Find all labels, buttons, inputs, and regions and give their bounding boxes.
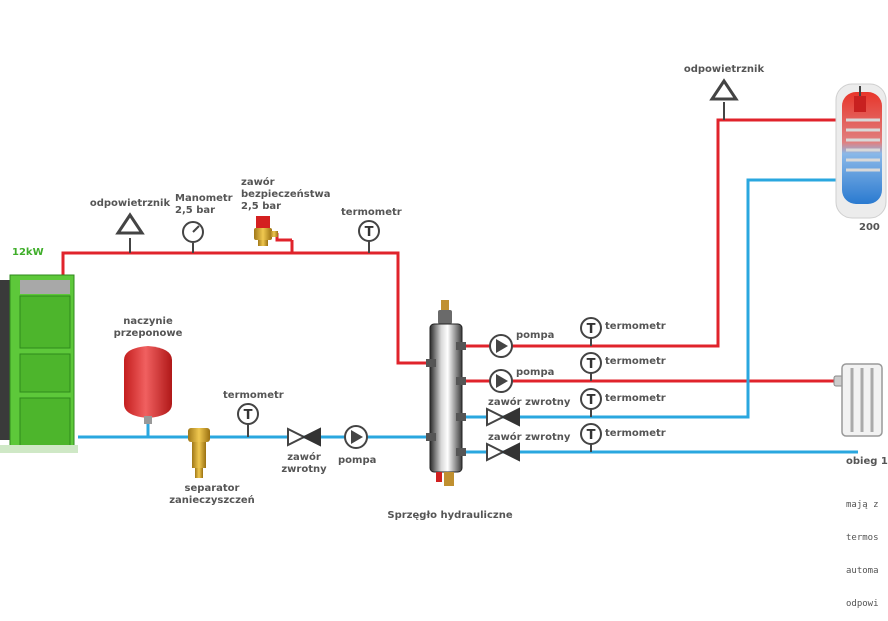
manometer-label: Manometr 2,5 bar [175,193,233,217]
check-valve-2-icon [486,442,520,462]
check-valve-1-label: zawór zwrotny [488,397,571,408]
boiler-supply-pipe [61,251,432,365]
expansion-vessel-icon [124,346,172,437]
dhw-supply-pipe [460,118,842,348]
safety-valve-branch [275,233,292,242]
return-pipes [78,178,858,454]
thermometer-return-icon: T [237,403,259,437]
hot-water-tank [835,83,887,219]
circuit-note-line2: termos [846,533,879,543]
thermometer-2-label: termometr [605,356,666,367]
safety-valve-label-line2: bezpieczeństwa [241,189,331,200]
vent-left-label: odpowietrznik [89,198,171,209]
thermometer-4-label: termometr [605,428,666,439]
pump-1-label: pompa [516,330,555,341]
svg-text:T: T [587,357,596,372]
circuit-note-line4: odpowi [846,599,879,609]
vent-left-icon [115,212,145,235]
thermometer-top-icon: T [358,220,380,253]
separator-label-line2: zanieczyszczeń [169,495,255,506]
supply-pipes [61,118,842,383]
pump-1-icon [489,334,513,358]
circuit-label: obieg 1 [846,456,888,467]
check-valve-1-icon [486,407,520,427]
heating-schematic: T T [0,78,887,486]
circuit-note: mają z termos automa odpowi [846,478,879,621]
separator-label-line1: separator [184,483,240,494]
safety-valve-label-line3: 2,5 bar [241,201,282,212]
boiler-power-label: 12kW [12,247,44,258]
pump-2-icon [489,369,513,393]
thermometer-top-label: termometr [341,207,402,218]
svg-text:T: T [365,225,374,240]
svg-text:T: T [587,322,596,337]
hydraulic-coupling-label: Sprzęgło hydrauliczne [387,510,513,521]
tank-size-label: 200 [859,222,880,233]
pump-left-label: pompa [338,455,377,466]
separator-icon [188,428,210,478]
circuit-note-line3: automa [846,566,879,576]
check-valve-2-label: zawór zwrotny [488,432,571,443]
thermometer-3-label: termometr [605,393,666,404]
expansion-vessel-label-line1: naczynie [123,316,173,327]
dhw-return-pipe [460,178,842,419]
check-valve-left-icon [287,427,321,447]
pump-left-icon [344,425,368,449]
check-valve-left-label-line1: zawór [287,452,321,463]
boiler [0,274,78,453]
svg-text:T: T [587,428,596,443]
thermometer-3-icon: T [580,388,602,417]
safety-valve-icon [254,216,278,246]
thermometer-4-icon: T [580,423,602,452]
pump-2-label: pompa [516,367,555,378]
expansion-vessel-label-line2: przeponowe [113,328,183,339]
vent-right-label: odpowietrznik [683,64,765,75]
vent-right-icon [709,78,739,101]
radiator [833,363,883,437]
circuit-note-line1: mają z [846,500,879,510]
expansion-vessel-label: naczynie przeponowe [104,316,192,340]
svg-text:T: T [587,393,596,408]
safety-valve-label: zawór bezpieczeństwa 2,5 bar [241,177,331,213]
svg-text:T: T [244,408,253,423]
safety-valve-label-line1: zawór [241,177,275,188]
separator-label: separator zanieczyszczeń [158,483,266,507]
check-valve-left-label-line2: zwrotny [281,464,327,475]
thermometer-return-label: termometr [223,390,284,401]
manometer-label-line1: Manometr [175,193,233,204]
manometer-label-line2: 2,5 bar [175,205,216,216]
thermometer-1-icon: T [580,317,602,346]
thermometer-1-label: termometr [605,321,666,332]
check-valve-left-label: zawór zwrotny [276,452,332,476]
thermometer-2-icon: T [580,352,602,381]
hydraulic-coupling [426,300,466,486]
manometer-icon [182,221,204,253]
